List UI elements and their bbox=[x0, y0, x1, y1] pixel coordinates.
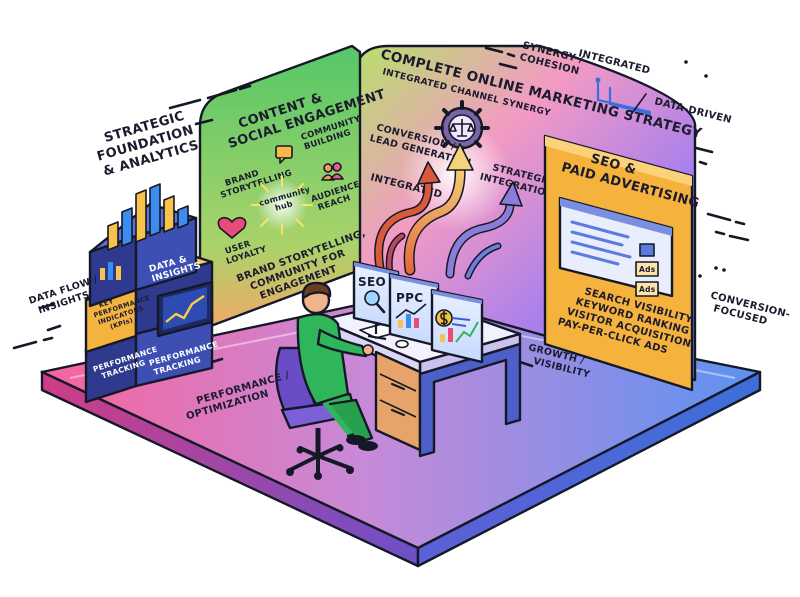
decorative-dashes bbox=[12, 46, 750, 368]
svg-text:CONVERSION- FOCUSED: CONVERSION- FOCUSED bbox=[706, 290, 795, 333]
svg-text:Ads: Ads bbox=[639, 265, 656, 274]
ads-badge-2: Ads bbox=[635, 281, 659, 297]
analytics-stack: DATA & INSIGHTS KEY PERFORMANCE INDICATO… bbox=[84, 183, 219, 404]
data-circuit-lines bbox=[595, 77, 652, 117]
browser-window: Ads Ads bbox=[558, 196, 674, 298]
community-hub: community hub bbox=[251, 175, 313, 235]
monitor-revenue bbox=[430, 288, 484, 364]
tablet-line-chart-icon bbox=[156, 280, 214, 338]
audience-people-icon bbox=[321, 162, 344, 181]
flow-arrows bbox=[374, 143, 523, 280]
monitor-seo: SEO bbox=[352, 260, 400, 341]
magnifier-icon bbox=[364, 290, 386, 314]
ppc-chart-icon bbox=[395, 303, 427, 328]
monitor-ppc: PPC bbox=[388, 272, 440, 348]
bar-chart-icon bbox=[107, 183, 189, 251]
monitor-ppc-label: PPC bbox=[396, 291, 423, 305]
heart-icon bbox=[217, 216, 247, 239]
mini-bars-icon bbox=[100, 262, 121, 280]
seo-paid-ads-panel: SEO & PAID ADVERTISING Ads Ads SEARCH VI… bbox=[543, 134, 701, 392]
monitor-seo-label: SEO bbox=[358, 275, 386, 289]
decorative-dots bbox=[40, 60, 726, 374]
svg-text:Ads: Ads bbox=[639, 285, 656, 294]
svg-text:STRATEGIC FOUNDATION &: STRATEGIC FOUNDATION & ANALYTICS bbox=[91, 106, 205, 180]
ads-badge-1: Ads bbox=[635, 261, 659, 277]
person-at-desk bbox=[296, 281, 378, 451]
dollar-coin-icon bbox=[435, 309, 453, 327]
speech-bubble-icon bbox=[275, 145, 293, 164]
